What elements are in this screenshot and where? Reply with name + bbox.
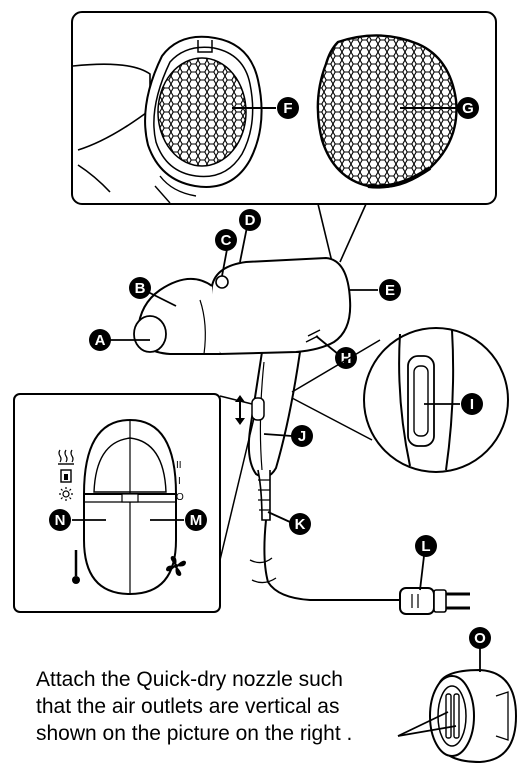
filter-inset: F G xyxy=(71,11,497,205)
callouts: A B C D E H J K L xyxy=(89,209,437,557)
callout-c-label: C xyxy=(221,232,232,249)
up-down-arrow-icon xyxy=(235,395,245,425)
callout-f-label: F xyxy=(283,100,292,117)
callout-o xyxy=(469,627,491,649)
callout-l xyxy=(415,535,437,557)
outer-filter-part-g xyxy=(316,34,458,189)
callout-n xyxy=(49,509,71,531)
thermometer-icon xyxy=(72,550,80,584)
callout-a-label: A xyxy=(95,332,106,349)
callout-b xyxy=(129,277,151,299)
callout-c xyxy=(215,229,237,251)
callout-b-label: B xyxy=(135,280,146,297)
power-plug-part-l xyxy=(399,587,470,615)
fan-icon xyxy=(166,556,186,576)
instruction-line-1: Attach the Quick-dry nozzle such xyxy=(36,668,343,691)
handle-switch xyxy=(251,397,265,421)
callout-e xyxy=(379,279,401,301)
callout-a xyxy=(89,329,111,351)
callout-n-label: N xyxy=(55,512,66,529)
callout-l-label: L xyxy=(421,538,430,555)
instruction-line-3: shown on the picture on the right . xyxy=(36,722,353,745)
mark-high: II xyxy=(176,460,182,471)
switch-inset: II I O N M xyxy=(13,393,255,613)
callout-m-label: M xyxy=(190,512,203,529)
callout-i xyxy=(461,393,483,415)
callout-o-label: O xyxy=(474,630,486,647)
handle-zoom-inset: I xyxy=(291,327,509,473)
cool-air-icon xyxy=(59,487,73,501)
callout-k-label: K xyxy=(295,516,306,533)
quick-dry-nozzle-part-o: O xyxy=(397,627,518,764)
callout-m xyxy=(185,509,207,531)
callout-d-label: D xyxy=(245,212,256,229)
mark-low: I xyxy=(178,476,181,487)
callout-j-label: J xyxy=(298,428,306,445)
mark-off: O xyxy=(176,492,184,503)
callout-g-label: G xyxy=(462,100,474,117)
callout-k xyxy=(289,513,311,535)
callout-i-label: I xyxy=(470,396,474,413)
inner-filter-part-f xyxy=(144,35,263,204)
callout-h-label: H xyxy=(341,350,352,367)
callout-j xyxy=(291,425,313,447)
nozzle-instruction: Attach the Quick-dry nozzle such that th… xyxy=(36,666,416,747)
hair-dryer xyxy=(133,256,470,615)
callout-f xyxy=(277,97,299,119)
callout-d xyxy=(239,209,261,231)
hot-air-icon xyxy=(58,449,74,465)
callout-e-label: E xyxy=(385,282,395,299)
callout-g xyxy=(457,97,479,119)
instruction-line-2: that the air outlets are vertical as xyxy=(36,695,340,718)
